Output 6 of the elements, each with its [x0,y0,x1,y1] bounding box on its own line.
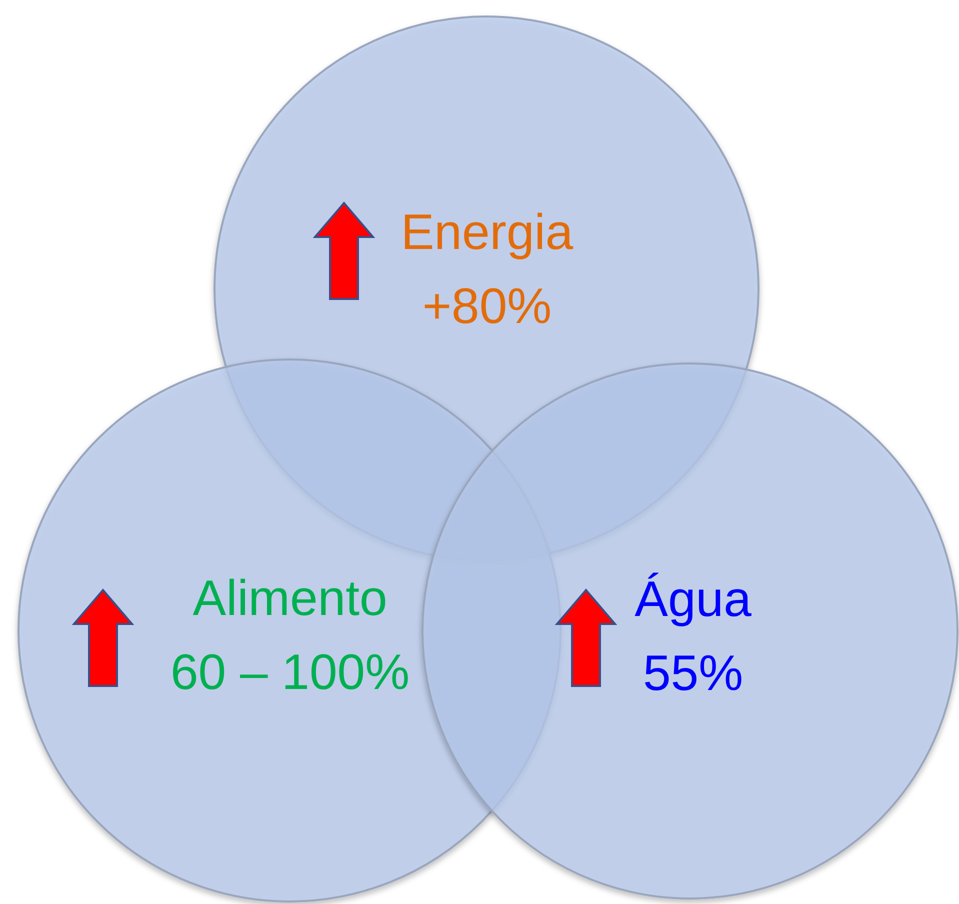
category-label: Água [634,570,752,629]
category-label: Alimento [192,569,388,628]
percentage-label: 55% [642,644,744,703]
percentage-label: +80% [422,277,552,336]
percentage-label: 60 – 100% [170,643,410,702]
category-label: Energia [400,203,574,262]
